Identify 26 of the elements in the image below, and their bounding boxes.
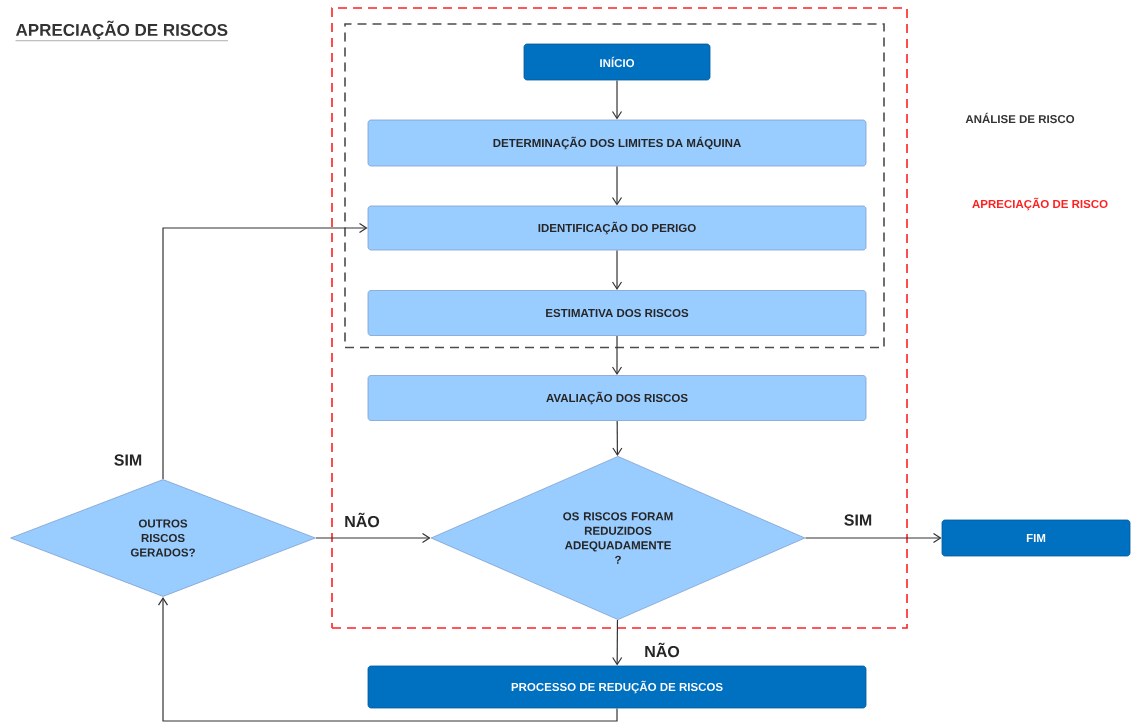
- arrow: [804, 532, 942, 544]
- arrow: [611, 335, 623, 376]
- edge-label: SIM: [112, 453, 144, 467]
- arrow: [612, 420, 623, 457]
- edge-label: SIM: [842, 513, 874, 527]
- dashed-region: [331, 7, 908, 629]
- arrow: [157, 596, 618, 722]
- terminal-box: PROCESSO DE REDUÇÃO DE RISCOS: [367, 665, 867, 709]
- dashed-region: [344, 23, 885, 349]
- edge-label: NÃO: [643, 641, 681, 659]
- terminal-box: FIM: [941, 519, 1131, 557]
- arrow: [315, 532, 431, 544]
- region-label: ANÁLISE DE RISCO: [965, 112, 1075, 124]
- arrow: [611, 79, 623, 120]
- title: APRECIAÇÃO DE RISCOS: [15, 20, 229, 41]
- process-box: DETERMINAÇÃO DOS LIMITES DA MÁQUINA: [367, 119, 867, 167]
- arrow: [611, 249, 623, 291]
- region-label: APRECIAÇÃO DE RISCO: [972, 197, 1108, 211]
- arrow: [162, 222, 368, 480]
- process-box: ESTIMATIVA DOS RISCOS: [367, 290, 867, 336]
- arrow: [612, 619, 623, 666]
- arrow: [611, 165, 623, 206]
- terminal-box: INÍCIO: [523, 43, 711, 81]
- process-box: AVALIAÇÃO DOS RISCOS: [367, 375, 867, 421]
- edge-label: NÃO: [343, 511, 381, 529]
- process-box: IDENTIFICAÇÃO DO PERIGO: [367, 205, 867, 251]
